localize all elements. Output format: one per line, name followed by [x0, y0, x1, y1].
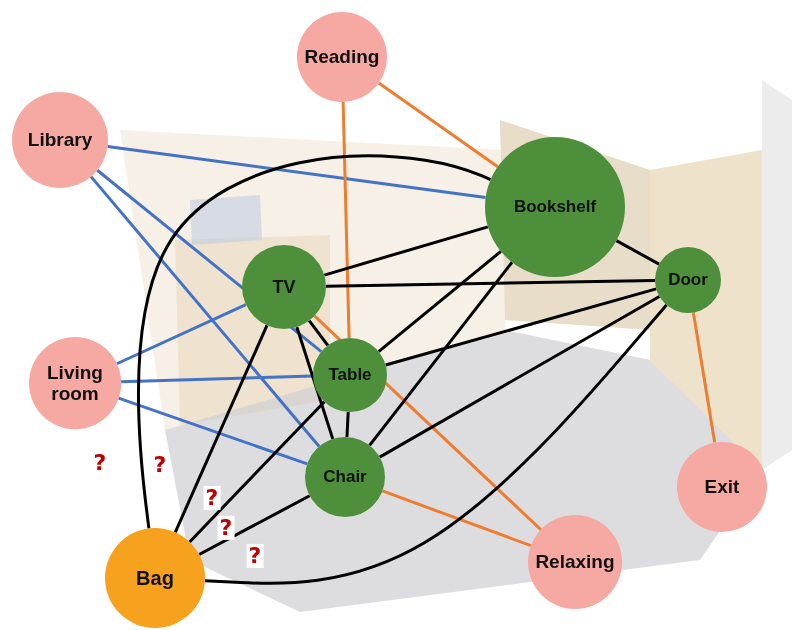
concept-circle: Reading [297, 12, 387, 102]
relation-line [370, 262, 512, 445]
node-label: Living room [41, 362, 109, 405]
node-label: Bag [136, 567, 174, 589]
circle-fill [297, 12, 387, 102]
node-label: Bookshelf [514, 197, 596, 216]
object-circle: Chair [305, 437, 385, 517]
object-circle: Bookshelf [485, 137, 625, 277]
relation-line [117, 305, 246, 364]
node-text-block: Living room [41, 362, 109, 405]
relation-line [121, 376, 313, 382]
node-label: Table [328, 365, 371, 384]
concept-circle: Living room [29, 337, 121, 429]
relation-line [343, 102, 349, 338]
object-circle: Door [655, 247, 721, 313]
object-circle: TV [242, 245, 326, 329]
node-text-block: Bookshelf [514, 197, 596, 216]
circle-fill [528, 515, 622, 609]
node-text-block: Library [28, 129, 92, 150]
concept-circle: Exit [677, 442, 767, 532]
question-mark: ? [247, 544, 264, 568]
object-circle: Table [313, 338, 387, 412]
relation-line [693, 313, 714, 443]
relation-line [138, 156, 490, 528]
circle-fill [313, 338, 387, 412]
node-text-block: Relaxing [535, 551, 614, 572]
node-label: Library [28, 129, 92, 150]
relation-line [108, 146, 486, 197]
circle-fill [105, 528, 205, 628]
node-label: Door [668, 270, 708, 289]
circle-fill [305, 437, 385, 517]
node-text-block: Table [328, 365, 371, 384]
question-mark: ? [204, 486, 221, 510]
relation-line [380, 296, 660, 457]
circle-fill [29, 337, 121, 429]
circle-fill [485, 137, 625, 277]
node-label: Relaxing [535, 551, 614, 572]
poster [190, 195, 262, 245]
relation-line [616, 241, 659, 264]
circle-fill [655, 247, 721, 313]
node-label: Exit [705, 476, 740, 497]
circle-fill [677, 442, 767, 532]
node-text-block: TV [272, 277, 295, 297]
node-label: TV [272, 277, 295, 297]
query-object-circle: Bag [105, 528, 205, 628]
question-mark: ? [92, 451, 109, 475]
relation-line [379, 83, 498, 167]
node-text-block: Chair [323, 467, 366, 486]
circle-fill [242, 245, 326, 329]
relation-line [324, 227, 488, 275]
wall-flap [762, 80, 792, 470]
circle-fill [12, 92, 108, 188]
relation-line [386, 289, 657, 365]
relation-line [383, 491, 531, 546]
question-mark: ? [152, 453, 169, 477]
concept-circle: Library [12, 92, 108, 188]
node-text-block: Reading [305, 46, 380, 67]
relation-line [175, 325, 267, 532]
relation-line [190, 402, 325, 542]
node-label: Reading [305, 46, 380, 67]
concept-circle: Relaxing [528, 515, 622, 609]
node-text-block: Bag [136, 567, 174, 589]
relation-line [347, 412, 348, 437]
relation-line [309, 321, 328, 346]
relation-line [119, 398, 308, 464]
relation-line [326, 281, 655, 287]
node-label: Chair [323, 467, 366, 486]
node-text-block: Exit [705, 476, 740, 497]
node-text-block: Door [668, 270, 708, 289]
question-mark: ? [218, 516, 235, 540]
